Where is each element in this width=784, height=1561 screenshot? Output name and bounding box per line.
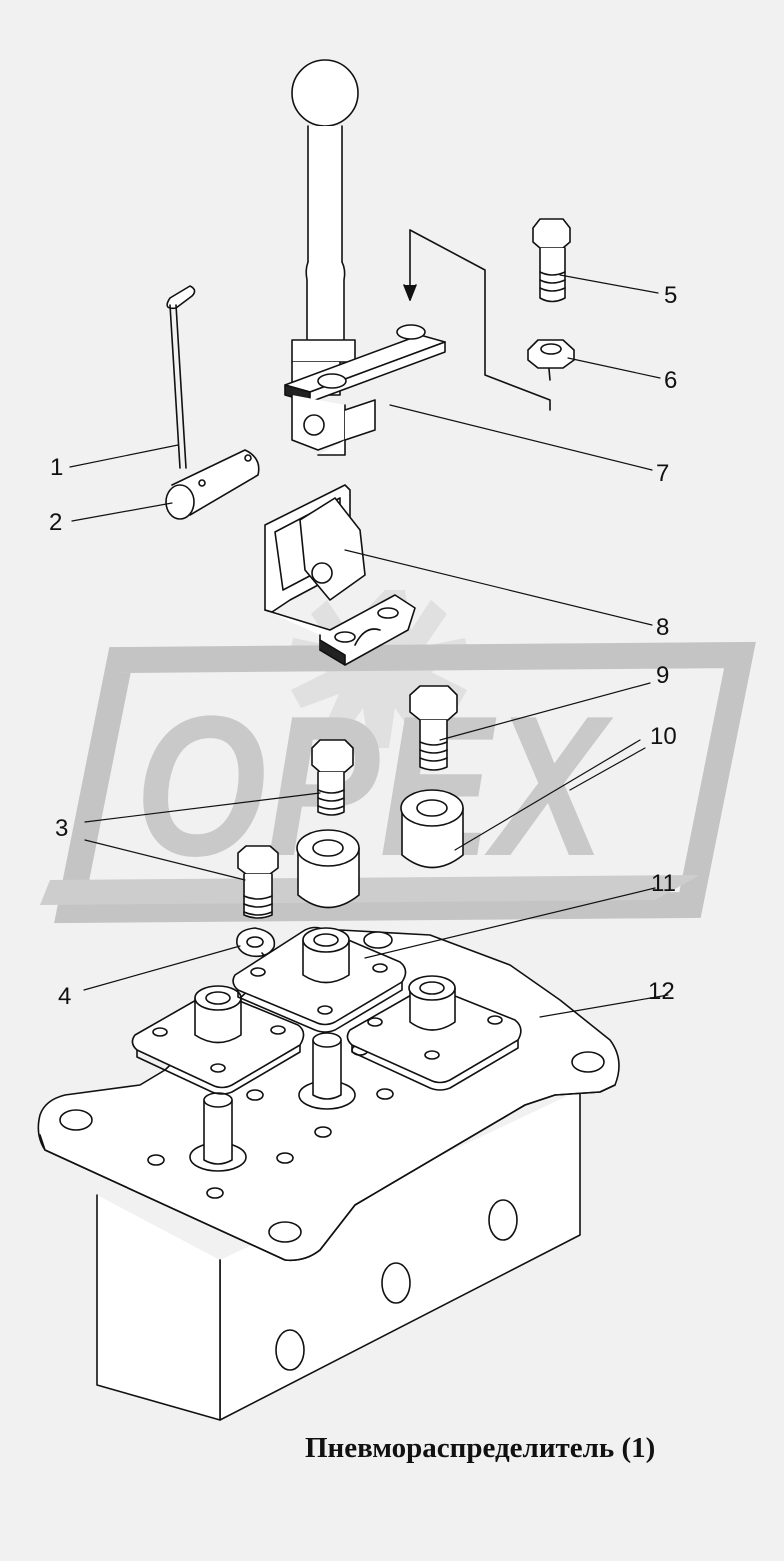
part-8-bracket xyxy=(265,485,415,665)
part-11-flange-right xyxy=(347,976,520,1090)
part-11-flange-left xyxy=(132,986,303,1094)
callout-5: 5 xyxy=(664,282,678,309)
watermark-text: OPEX xyxy=(135,675,614,898)
part-7-lever xyxy=(285,60,445,455)
valve-stem-center xyxy=(313,1033,341,1099)
leader-lines xyxy=(70,275,668,1017)
svg-text:OPEX: OPEX xyxy=(135,675,614,898)
diagram-title: Пневмораспределитель (1) xyxy=(305,1432,656,1464)
callout-11: 11 xyxy=(651,870,676,897)
callout-3: 3 xyxy=(55,815,69,842)
callout-12: 12 xyxy=(648,978,675,1005)
callout-7: 7 xyxy=(656,460,670,487)
part-9-bolt xyxy=(410,686,457,770)
part-5-bolt xyxy=(533,219,570,302)
callout-10: 10 xyxy=(650,723,677,750)
callout-6: 6 xyxy=(664,367,678,394)
part-1-cotter-pin xyxy=(167,286,194,468)
assembly-arrow xyxy=(404,230,550,410)
part-10-bushing-right xyxy=(401,790,463,868)
part-10-bushing-left xyxy=(297,830,359,908)
callout-4: 4 xyxy=(58,983,72,1010)
callout-9: 9 xyxy=(656,662,670,689)
callout-1: 1 xyxy=(50,454,64,481)
callout-8: 8 xyxy=(656,614,670,641)
part-2-pin xyxy=(166,450,259,519)
part-11-flange-center xyxy=(233,928,405,1033)
part-6-nut xyxy=(528,340,574,368)
part-3-bolt-upper xyxy=(312,740,353,815)
part-3-bolt-lower xyxy=(238,846,278,918)
valve-stem-left xyxy=(204,1093,232,1164)
callout-2: 2 xyxy=(49,509,63,536)
part-4-washer xyxy=(237,928,275,960)
